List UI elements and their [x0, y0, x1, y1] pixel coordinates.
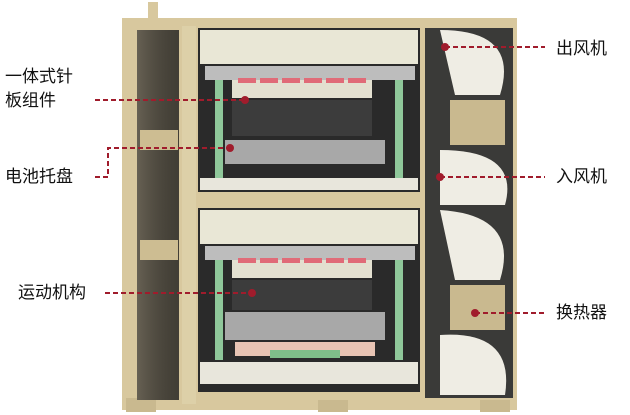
chamber-lower	[198, 208, 420, 392]
heat-exchanger-body	[450, 285, 505, 330]
label-battery-tray: 电池托盘	[5, 167, 73, 187]
left-column	[137, 26, 196, 404]
label-needle-plate-line2: 板组件	[5, 91, 56, 111]
chamber-upper	[198, 28, 420, 192]
leader-dots	[226, 43, 479, 317]
label-motion-mechanism: 运动机构	[18, 283, 86, 303]
label-needle-plate-line1: 一体式针	[5, 67, 73, 87]
right-column	[425, 28, 513, 398]
label-intake-fan: 入风机	[556, 167, 607, 187]
label-heat-exchanger: 换热器	[556, 303, 607, 323]
label-exhaust-fan: 出风机	[556, 39, 607, 59]
leader-lines	[95, 46, 545, 314]
